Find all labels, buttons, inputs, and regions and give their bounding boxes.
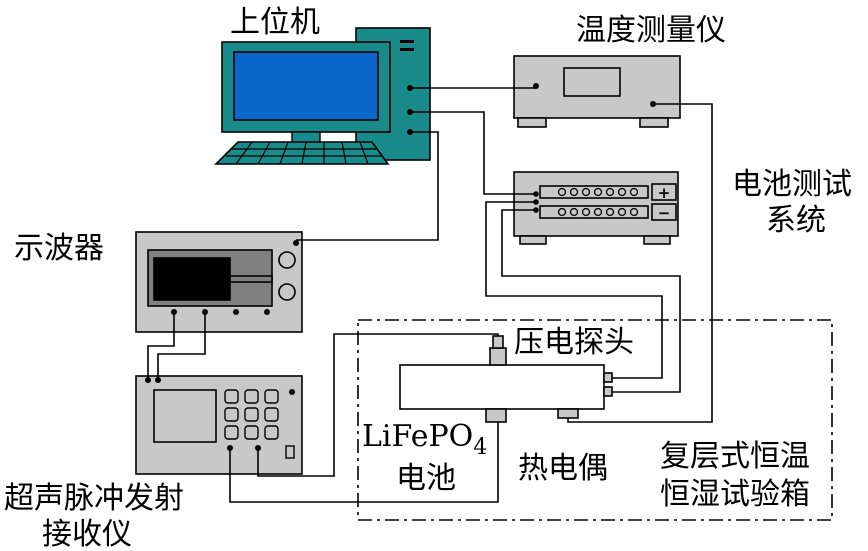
label-battery-main: LiFePO — [362, 419, 473, 454]
battery-tester: + − — [513, 171, 679, 245]
temperature-meter — [513, 55, 681, 128]
test-chamber-boundary — [357, 319, 833, 521]
label-chamber-line1: 复层式恒温 — [660, 439, 810, 474]
monitor-screen — [233, 51, 379, 121]
positive-terminal-label: + — [658, 184, 671, 202]
label-battery-tester-line2: 系统 — [766, 203, 826, 238]
negative-terminal-label: − — [658, 204, 671, 222]
label-battery: LiFePO4 — [362, 419, 487, 460]
oscilloscope — [135, 231, 303, 333]
bottom-probe-connector — [485, 408, 507, 423]
label-battery-line2: 电池 — [396, 461, 456, 496]
label-piezo-probe: 压电探头 — [514, 325, 634, 360]
host-computer — [214, 27, 431, 165]
label-thermocouple: 热电偶 — [518, 451, 608, 486]
label-chamber-line2: 恒湿试验箱 — [660, 477, 810, 512]
label-oscilloscope: 示波器 — [14, 231, 104, 266]
oscilloscope-screen — [153, 257, 231, 301]
label-pulser-line2: 接收仪 — [42, 517, 132, 551]
label-pulser-line1: 超声脉冲发射 — [4, 481, 184, 516]
label-battery-subscript: 4 — [473, 435, 487, 460]
lifepo4-battery — [399, 335, 613, 423]
label-temperature-meter: 温度测量仪 — [576, 13, 726, 48]
label-battery-tester-line1: 电池测试 — [732, 167, 852, 202]
piezo-probe — [489, 347, 507, 366]
label-computer: 上位机 — [230, 5, 320, 40]
ultrasonic-pulser-receiver — [135, 375, 303, 475]
connection-wires — [147, 87, 713, 503]
thermocouple-sensor — [557, 408, 579, 419]
